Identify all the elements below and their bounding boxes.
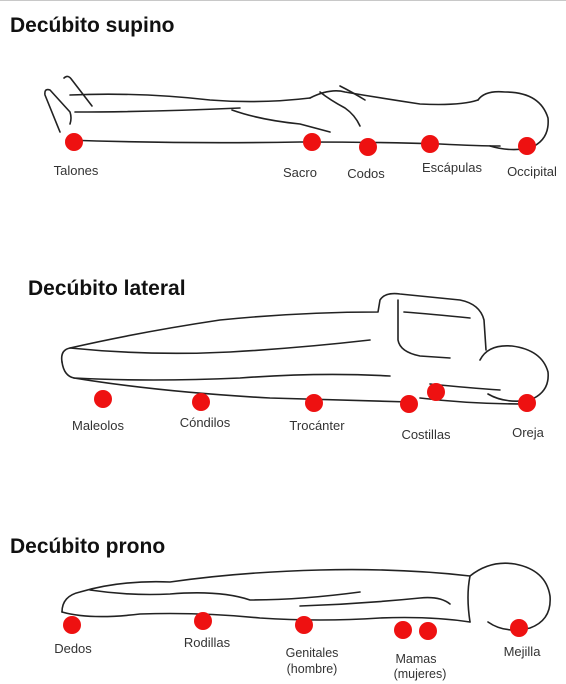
label-occipital: Occipital — [507, 164, 557, 179]
label-mamas-note: (mujeres) — [394, 667, 447, 682]
label-escapulas: Escápulas — [422, 160, 482, 175]
label-talones: Talones — [54, 163, 99, 178]
pressure-point-maleolos — [94, 390, 112, 408]
pressure-point-genitales — [295, 616, 313, 634]
pressure-point-mejilla — [510, 619, 528, 637]
pressure-point-sacro — [303, 133, 321, 151]
label-mejilla: Mejilla — [504, 644, 541, 659]
pressure-point-trocanter — [305, 394, 323, 412]
label-costillas: Costillas — [401, 427, 450, 442]
label-rodillas: Rodillas — [184, 635, 230, 650]
pressure-point-escapulas — [421, 135, 439, 153]
label-condilos: Cóndilos — [180, 415, 231, 430]
pressure-point-mama-2 — [419, 622, 437, 640]
pressure-point-brazo — [427, 383, 445, 401]
figure-lateral — [62, 294, 549, 404]
pressure-point-condilos — [192, 393, 210, 411]
pressure-point-occipital — [518, 137, 536, 155]
label-maleolos: Maleolos — [72, 418, 124, 433]
label-dedos: Dedos — [54, 641, 92, 656]
figure-supine — [45, 76, 548, 149]
pressure-point-oreja — [518, 394, 536, 412]
pressure-points-prone — [63, 612, 528, 640]
panel-title-lateral: Decúbito lateral — [28, 277, 186, 301]
label-sacro: Sacro — [283, 165, 317, 180]
pressure-point-talones — [65, 133, 83, 151]
label-genitales: Genitales — [286, 646, 339, 661]
pressure-point-rodillas — [194, 612, 212, 630]
pressure-point-dedos — [63, 616, 81, 634]
label-mamas: Mamas — [396, 652, 437, 667]
label-genitales-note: (hombre) — [287, 662, 338, 677]
label-codos: Codos — [347, 166, 385, 181]
pressure-point-mama-1 — [394, 621, 412, 639]
pressure-point-codos — [359, 138, 377, 156]
label-trocanter: Trocánter — [289, 418, 344, 433]
panel-title-prono: Decúbito prono — [10, 535, 165, 559]
pressure-point-costillas — [400, 395, 418, 413]
label-oreja: Oreja — [512, 425, 544, 440]
